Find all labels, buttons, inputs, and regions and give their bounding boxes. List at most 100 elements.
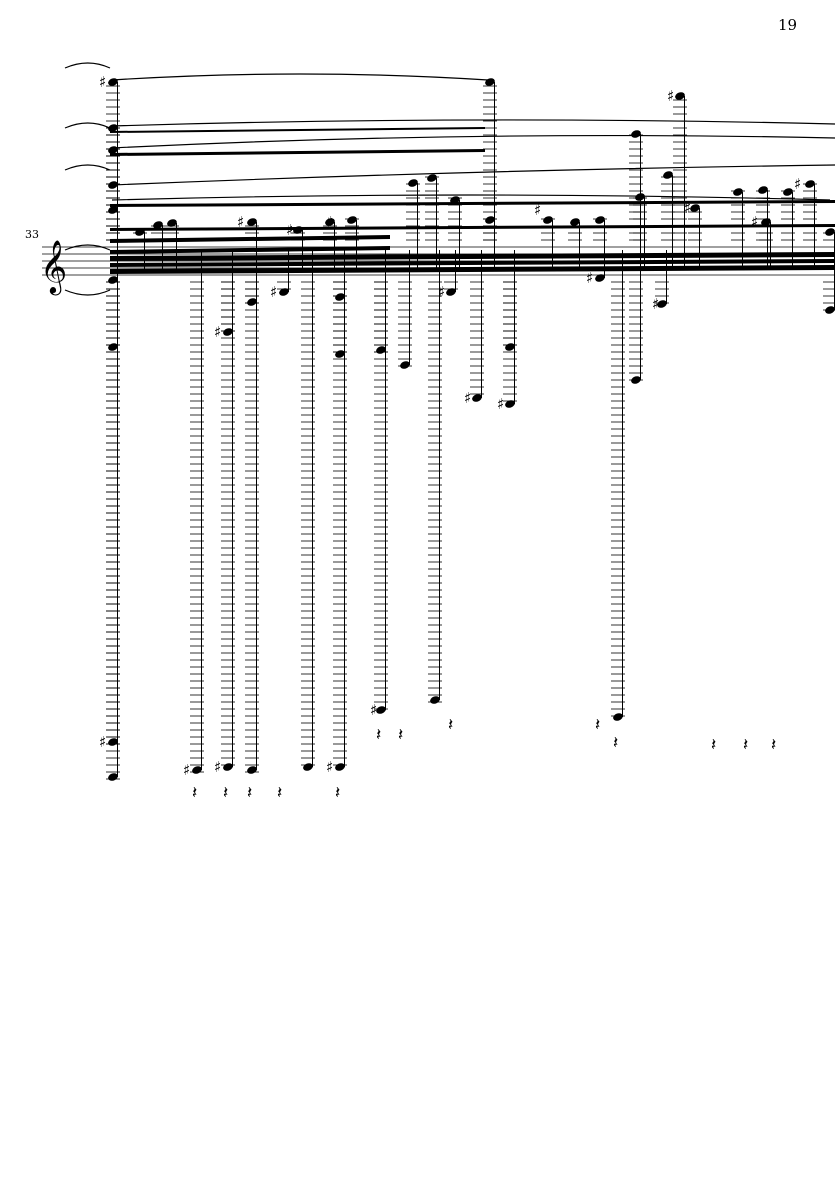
notehead bbox=[595, 274, 605, 282]
notehead bbox=[247, 298, 257, 306]
sharp-icon: ♯ bbox=[586, 269, 593, 287]
note bbox=[190, 250, 204, 774]
beam bbox=[110, 127, 485, 133]
slur bbox=[111, 134, 835, 149]
beam bbox=[110, 224, 835, 231]
slurs bbox=[64, 62, 835, 296]
note bbox=[323, 218, 337, 270]
note bbox=[629, 250, 643, 384]
quarter-rest-icon: 𝄽 bbox=[376, 725, 381, 745]
note bbox=[781, 188, 795, 270]
notehead bbox=[485, 78, 495, 86]
notehead bbox=[635, 193, 645, 201]
quarter-rest-icon: 𝄽 bbox=[277, 783, 282, 803]
slur bbox=[111, 194, 831, 201]
notehead bbox=[657, 300, 667, 308]
rests: 𝄽𝄽𝄽𝄽𝄽𝄽𝄽𝄽𝄽𝄽𝄽𝄽𝄽 bbox=[192, 715, 776, 803]
note bbox=[823, 228, 835, 270]
slur bbox=[64, 122, 111, 129]
note bbox=[673, 92, 687, 270]
note bbox=[803, 180, 817, 270]
sharp-icon: ♯ bbox=[684, 199, 691, 217]
sharp-icon: ♯ bbox=[214, 758, 221, 776]
note bbox=[444, 250, 458, 296]
quarter-rest-icon: 𝄽 bbox=[335, 783, 340, 803]
notehead bbox=[758, 186, 768, 194]
notehead bbox=[108, 181, 118, 189]
slur bbox=[111, 164, 835, 186]
note bbox=[245, 250, 259, 774]
note bbox=[688, 204, 702, 270]
note bbox=[541, 216, 555, 270]
note bbox=[661, 171, 675, 270]
sharp-icon: ♯ bbox=[652, 295, 659, 313]
beam bbox=[110, 259, 835, 267]
note bbox=[151, 221, 165, 270]
note bbox=[425, 174, 439, 270]
sharp-icon: ♯ bbox=[270, 283, 277, 301]
quarter-rest-icon: 𝄽 bbox=[398, 725, 403, 745]
note bbox=[406, 179, 420, 270]
note bbox=[221, 250, 235, 771]
sharp-icon: ♯ bbox=[667, 87, 674, 105]
note bbox=[568, 218, 582, 270]
notehead bbox=[472, 394, 482, 402]
notehead bbox=[783, 188, 793, 196]
notehead bbox=[613, 713, 623, 721]
quarter-rest-icon: 𝄽 bbox=[247, 783, 252, 803]
measure-number: 33 bbox=[25, 228, 39, 241]
sharp-icon: ♯ bbox=[286, 221, 293, 239]
notehead bbox=[167, 219, 177, 227]
note bbox=[611, 250, 625, 721]
note bbox=[503, 250, 517, 408]
note bbox=[277, 250, 291, 296]
sharp-icon: ♯ bbox=[326, 213, 333, 231]
notehead bbox=[135, 228, 145, 236]
slur bbox=[64, 289, 111, 296]
note bbox=[448, 196, 462, 270]
notehead bbox=[595, 216, 605, 224]
quarter-rest-icon: 𝄽 bbox=[595, 715, 600, 735]
beam bbox=[110, 149, 485, 156]
sharp-icon: ♯ bbox=[99, 733, 106, 751]
beam bbox=[110, 246, 390, 254]
quarter-rest-icon: 𝄽 bbox=[743, 735, 748, 755]
notehead bbox=[427, 174, 437, 182]
notehead bbox=[335, 293, 345, 301]
sharp-icon: ♯ bbox=[534, 201, 541, 219]
note bbox=[106, 250, 120, 781]
notehead bbox=[690, 204, 700, 212]
note bbox=[133, 228, 147, 270]
sharp-icon: ♯ bbox=[326, 758, 333, 776]
slur bbox=[111, 73, 489, 81]
note bbox=[374, 250, 388, 714]
notehead bbox=[247, 218, 257, 226]
note bbox=[629, 130, 643, 270]
quarter-rest-icon: 𝄽 bbox=[613, 733, 618, 753]
note bbox=[333, 250, 347, 771]
beams bbox=[110, 127, 835, 274]
notehead bbox=[733, 188, 743, 196]
notehead bbox=[400, 361, 410, 369]
beam bbox=[110, 252, 835, 261]
beam bbox=[110, 200, 835, 207]
beam bbox=[110, 235, 390, 243]
quarter-rest-icon: 𝄽 bbox=[711, 735, 716, 755]
note bbox=[633, 193, 647, 270]
slur bbox=[64, 164, 111, 171]
sharp-icon: ♯ bbox=[464, 389, 471, 407]
sharp-icon: ♯ bbox=[751, 213, 758, 231]
notehead bbox=[347, 216, 357, 224]
notehead bbox=[279, 288, 289, 296]
notehead bbox=[570, 218, 580, 226]
notehead bbox=[825, 228, 835, 236]
note bbox=[301, 250, 315, 771]
note bbox=[398, 250, 412, 369]
notehead bbox=[408, 179, 418, 187]
quarter-rest-icon: 𝄽 bbox=[223, 783, 228, 803]
treble-clef-icon: 𝄞 bbox=[40, 239, 67, 295]
notehead bbox=[108, 146, 118, 154]
notehead bbox=[505, 400, 515, 408]
notehead bbox=[675, 92, 685, 100]
